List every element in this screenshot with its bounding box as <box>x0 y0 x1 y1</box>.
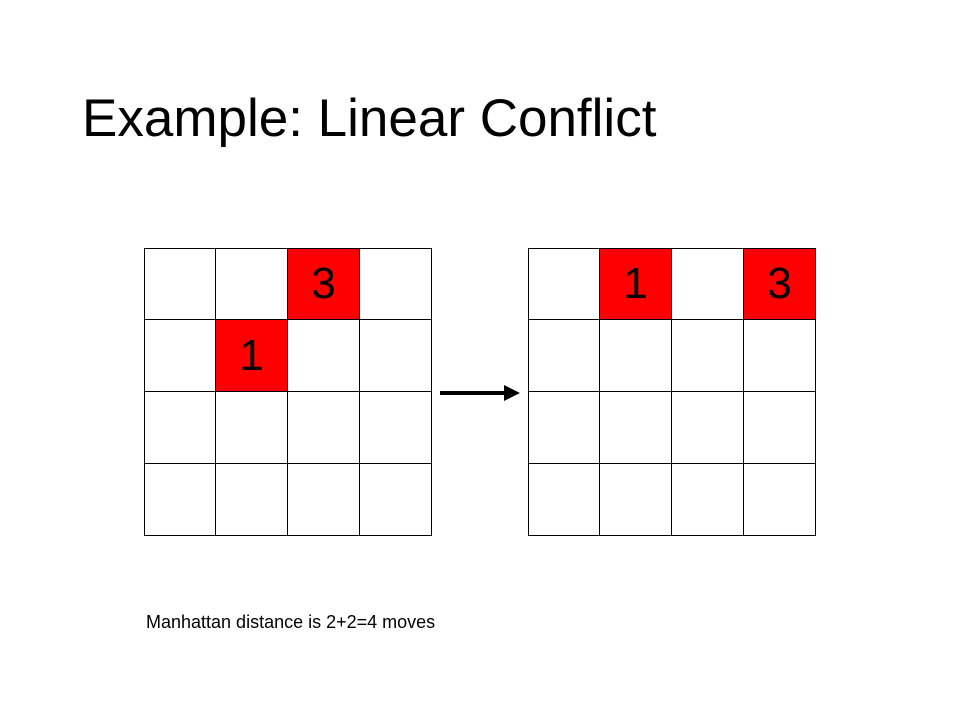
grid-cell <box>144 320 216 392</box>
grid-cell <box>600 464 672 536</box>
grid-cell <box>528 248 600 320</box>
grid-cell <box>528 320 600 392</box>
grid-cell <box>360 248 432 320</box>
tile-3: 3 <box>288 248 360 320</box>
grid-cell <box>672 248 744 320</box>
tile-3: 3 <box>744 248 816 320</box>
tile-1: 1 <box>600 248 672 320</box>
grid-cell <box>672 464 744 536</box>
grid-cell <box>600 392 672 464</box>
grid-cell <box>288 464 360 536</box>
grid-cell <box>216 464 288 536</box>
grid-cell <box>144 392 216 464</box>
grid-cell <box>288 320 360 392</box>
grid-cell <box>744 464 816 536</box>
grid-cell <box>672 320 744 392</box>
grid-cell <box>360 392 432 464</box>
grid-cell <box>744 392 816 464</box>
grid-cell <box>744 320 816 392</box>
slide-title: Example: Linear Conflict <box>82 89 657 148</box>
grid-cell <box>144 464 216 536</box>
grid-cell <box>600 320 672 392</box>
grid-cell <box>216 392 288 464</box>
grid-cell <box>216 248 288 320</box>
grid-cell <box>528 464 600 536</box>
right-arrow-icon <box>440 385 520 401</box>
tile-1: 1 <box>216 320 288 392</box>
grid-cell <box>144 248 216 320</box>
caption: Manhattan distance is 2+2=4 moves <box>146 612 436 632</box>
grid-cell <box>672 392 744 464</box>
grid-cell <box>528 392 600 464</box>
grid-cell <box>288 392 360 464</box>
grid-cell <box>360 464 432 536</box>
grid-cell <box>360 320 432 392</box>
